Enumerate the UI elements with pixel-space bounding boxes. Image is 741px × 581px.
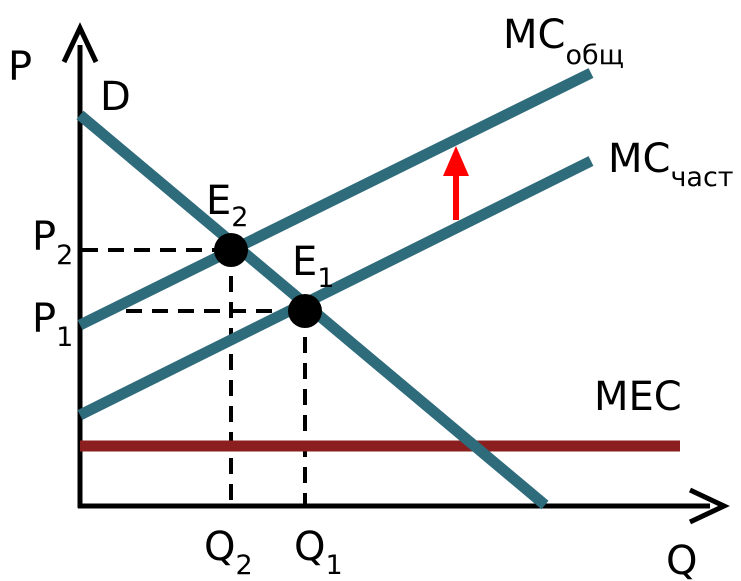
e2-label-subscript: 2 [231,202,248,233]
p1-label: P1 [32,296,73,353]
e2-label-main: E [206,178,231,224]
p1-label-main: P [32,296,56,342]
e1-label: E1 [292,239,334,294]
p2-label: P2 [32,214,73,271]
mc-total-line [77,68,594,330]
q1-label: Q1 [294,524,343,581]
e2-label: E2 [206,178,248,233]
mc-private-line [77,156,594,420]
p2-label-subscript: 2 [56,240,73,271]
equilibrium-point-e2 [214,233,248,267]
y-axis-arrowhead [61,22,99,64]
mc-total-label-main: MC [503,12,565,58]
mc-total-label-subscript: общ [565,40,624,71]
y-axis-label: P [8,44,32,90]
x-axis-arrowhead [688,487,730,525]
mc-private-label-main: MC [608,136,670,182]
e1-label-subscript: 1 [317,263,334,294]
q2-label: Q2 [204,524,253,581]
q2-label-subscript: 2 [235,550,252,581]
shift-arrow-icon [443,146,469,176]
x-axis-label: Q [666,538,697,581]
mc-total-label: MCобщ [503,12,624,71]
mc-private-label: MCчаст [608,136,734,193]
demand-label: D [100,74,131,120]
mec-label: MEC [594,374,682,420]
q2-label-main: Q [204,524,235,570]
equilibrium-point-e1 [288,294,322,328]
p2-label-main: P [32,214,56,260]
q1-label-subscript: 1 [325,550,342,581]
q1-label-main: Q [294,524,325,570]
mc-private-label-subscript: част [670,162,733,193]
e1-label-main: E [292,239,317,285]
p1-label-subscript: 1 [56,322,73,353]
